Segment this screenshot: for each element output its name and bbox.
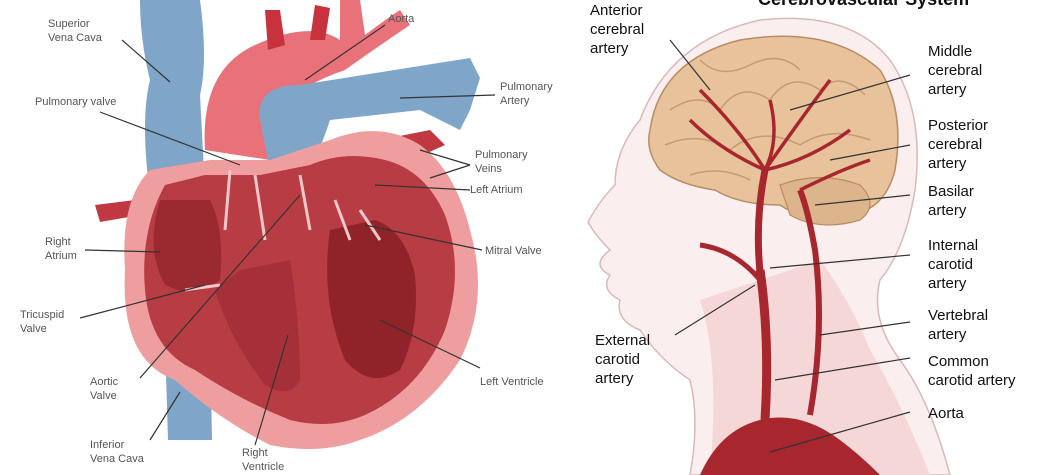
label-pulmonary-valve: Pulmonary valve <box>35 96 116 108</box>
label-aorta-neck: Aorta <box>928 405 965 422</box>
label-mitral-valve: Mitral Valve <box>485 245 542 257</box>
label-aorta: Aorta <box>388 13 415 25</box>
aorta-branch-1 <box>265 10 285 50</box>
label-left-ventricle: Left Ventricle <box>480 376 544 388</box>
title-fragment: Cerebrovascular System <box>758 0 969 9</box>
right-atrium-chamber <box>154 200 222 291</box>
label-left-atrium: Left Atrium <box>470 184 523 196</box>
cerebrovascular-diagram: Cerebrovascular System Anter <box>588 0 1016 475</box>
